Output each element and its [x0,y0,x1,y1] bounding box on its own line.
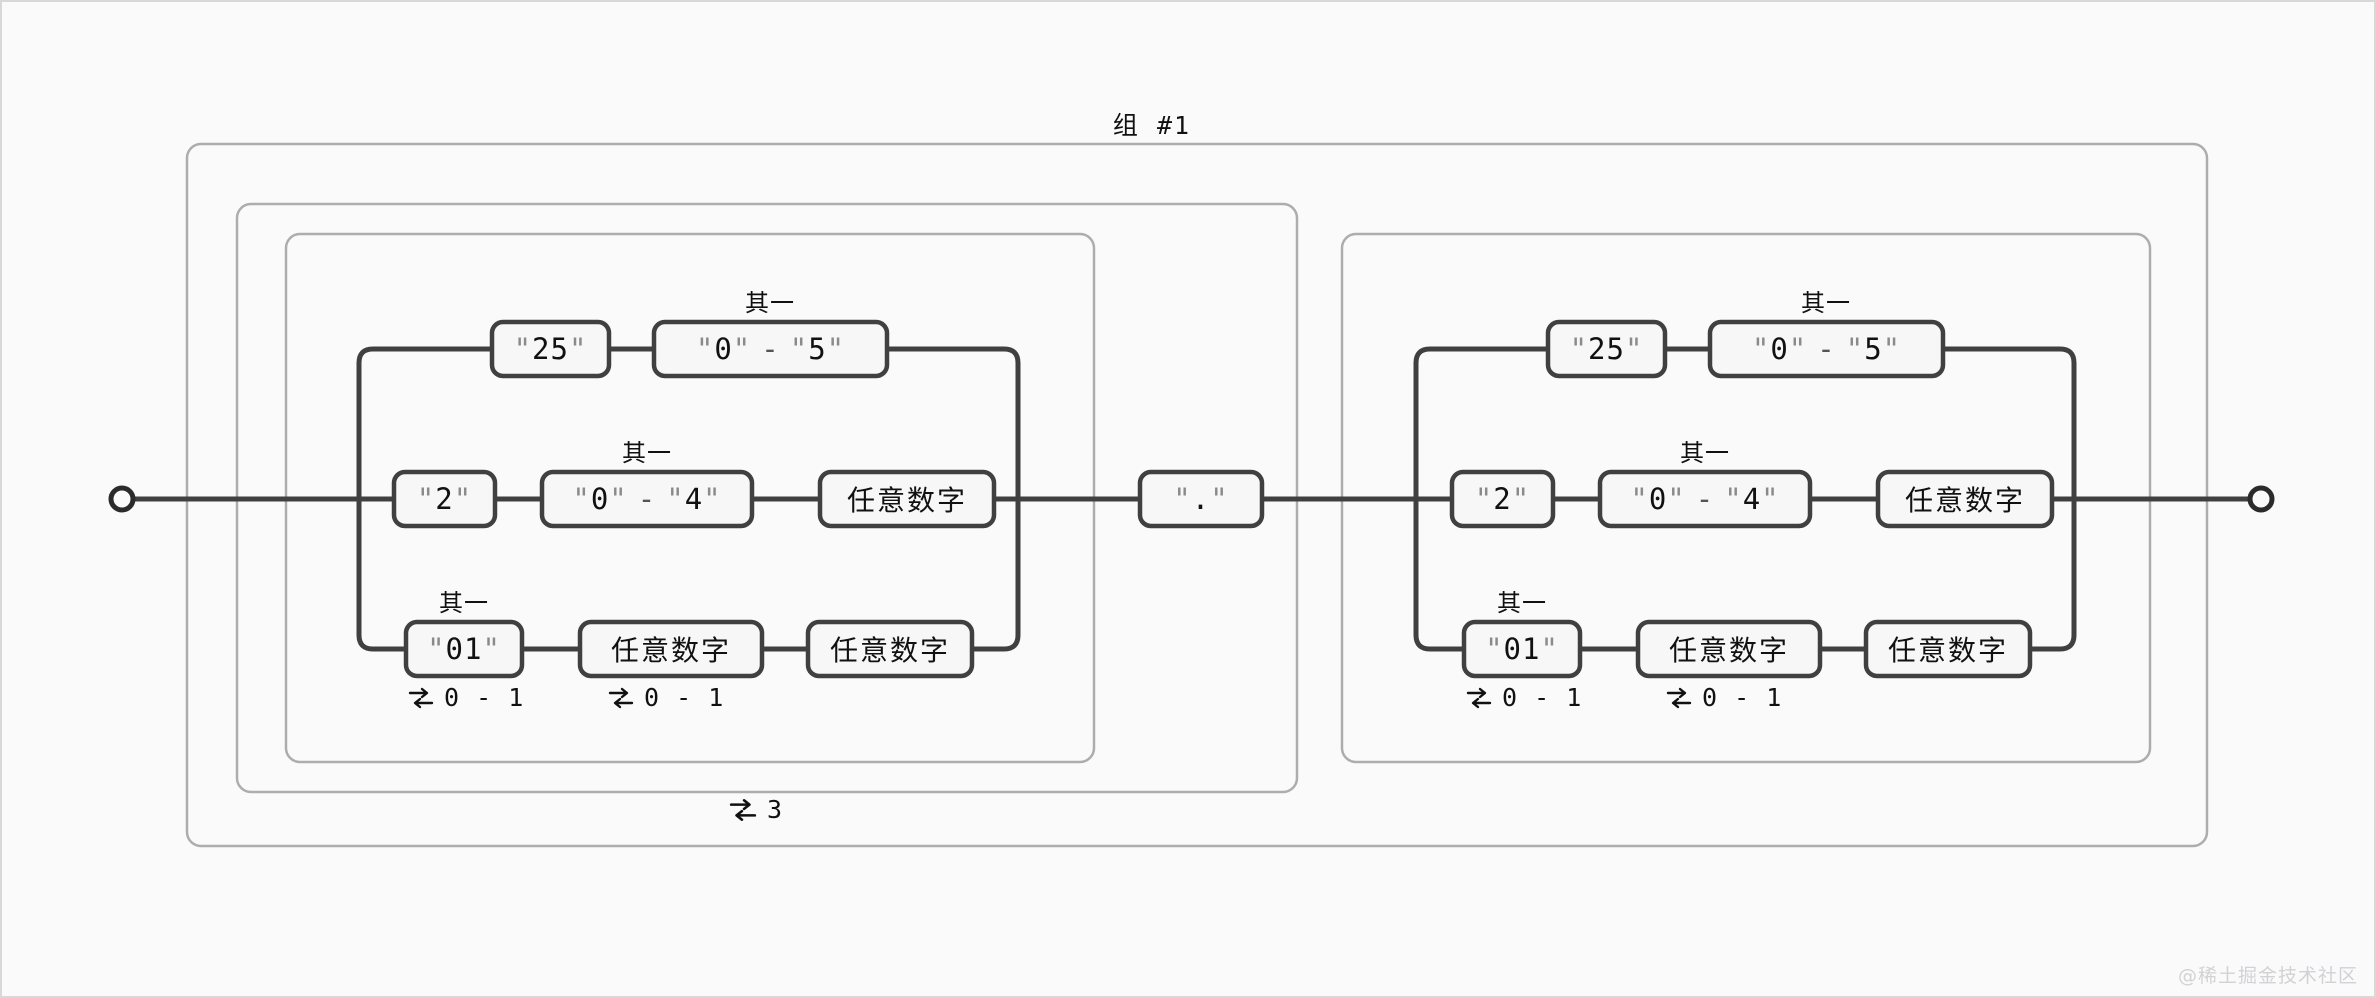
alt-caption-right-row1: 其一 [1801,289,1851,317]
repeat-icon [1466,687,1492,708]
group-repeat-quantifier: 3 [729,795,783,824]
node-dot-separator [1137,469,1265,529]
node-anydigit-l2 [577,619,765,679]
quantifier-right-anydigit: 0 - 1 [1666,683,1782,712]
quantifier-text: 0 - 1 [1502,683,1583,712]
node-anydigit-r1 [1875,469,2055,529]
end-circle [2247,485,2275,513]
quantifier-left-01: 0 - 1 [408,683,524,712]
right-octet-nodes [1449,319,2055,679]
quantifier-right-01: 0 - 1 [1466,683,1582,712]
quantifier-text: 0 - 1 [1702,683,1783,712]
left-octet-nodes [391,319,997,679]
alt-caption-left-row3: 其一 [439,589,489,617]
watermark: @稀土掘金技术社区 [2177,965,2358,987]
start-circle [108,485,136,513]
right-split-bot [1413,499,1464,652]
quantifier-text: 0 - 1 [444,683,525,712]
left-split-bot [356,499,406,652]
node-25-right [1545,319,1668,379]
repeat-icon [729,798,757,821]
node-0-5-right [1707,319,1946,379]
node-anydigit-l1 [817,469,997,529]
node-0-4-left [539,469,755,529]
repeat-icon [608,687,634,708]
group-frame-outer [185,142,2209,848]
right-merge-bot [2028,499,2077,652]
right-octet-rails [1413,346,2077,652]
left-octet-rails [356,346,1021,652]
node-anydigit-r2 [1635,619,1823,679]
group-title: 组 #1 [1112,111,1192,140]
group-repeat-text: 3 [767,795,784,824]
node-2-left [391,469,498,529]
node-0-5-left [651,319,890,379]
alt-caption-left-row1: 其一 [745,289,795,317]
node-anydigit-r3 [1863,619,2033,679]
node-anydigit-l3 [805,619,975,679]
repeat-icon [408,687,434,708]
quantifier-text: 0 - 1 [644,683,725,712]
alt-caption-right-row3: 其一 [1497,589,1547,617]
node-2-right [1449,469,1556,529]
node-25-left [489,319,612,379]
quantifier-left-anydigit: 0 - 1 [608,683,724,712]
alt-caption-right-row2: 其一 [1680,439,1730,467]
node-01-left [403,619,525,679]
node-01-right [1461,619,1583,679]
node-0-4-right [1597,469,1813,529]
alt-caption-left-row2: 其一 [622,439,672,467]
left-merge-bot [972,499,1021,652]
repeat-icon [1666,687,1692,708]
